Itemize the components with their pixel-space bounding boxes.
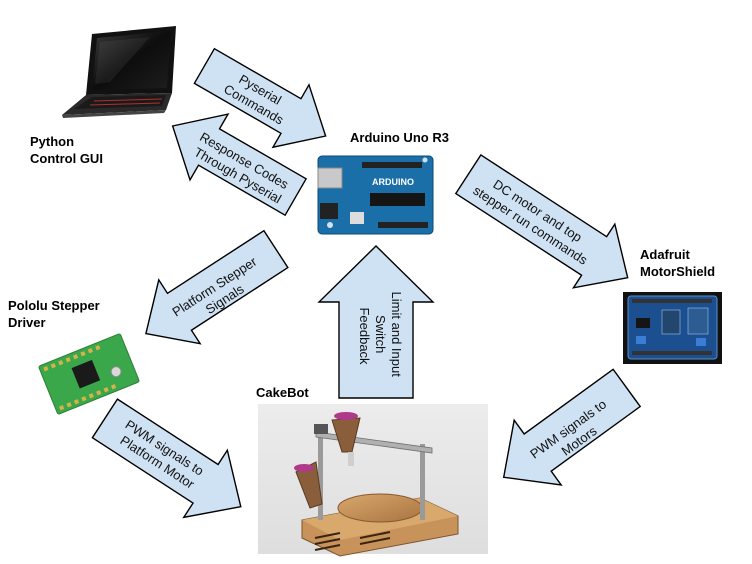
laptop-illustration [62, 26, 176, 118]
arrow-pwm-motors: PWM signals to Motors [502, 368, 642, 486]
adafruit-line2: MotorShield [640, 264, 715, 279]
adafruit-line1: Adafruit [640, 247, 691, 262]
cakebot-photo [258, 404, 488, 557]
python-gui-label: Python Control GUI [30, 134, 103, 166]
adafruit-label: Adafruit MotorShield [640, 247, 715, 279]
cakebot-label: CakeBot [256, 385, 309, 400]
adafruit-board [623, 292, 722, 364]
pololu-line1: Pololu Stepper [8, 298, 100, 313]
arrow-platform-stepper: Platform Stepper Signals [145, 229, 289, 345]
pololu-label: Pololu Stepper Driver [8, 298, 103, 330]
svg-text:Limit and Input Switch: Limit and Input Switch Feedback [357, 292, 404, 381]
arrow-limit-line2: Switch [373, 315, 388, 353]
pololu-line2: Driver [8, 315, 46, 330]
arrow-dc-motor: DC motor and top stepper run commands [454, 154, 629, 289]
arrow-limit-switch: Limit and Input Switch Feedback [317, 245, 435, 399]
pololu-board [38, 333, 140, 415]
arduino-board: ARDUINO [317, 155, 434, 235]
arduino-board-text: ARDUINO [372, 177, 414, 187]
arduino-label: Arduino Uno R3 [350, 130, 449, 145]
python-gui-line2: Control GUI [30, 151, 103, 166]
arrow-limit-line3: Feedback [357, 307, 372, 365]
arrow-limit-line1: Limit and Input [389, 292, 404, 378]
arrow-pwm-platform: PWM signals to Platform Motor [91, 398, 242, 519]
arrow-pyserial-commands: Pyserial Commands [193, 47, 327, 149]
python-gui-line1: Python [30, 134, 74, 149]
